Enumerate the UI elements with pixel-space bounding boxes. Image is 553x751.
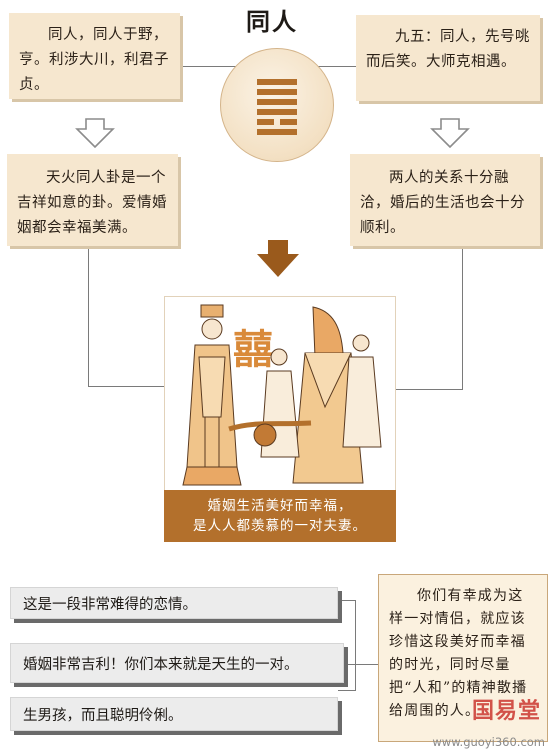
judgment-text: 同人，同人于野，亨。利涉大川，利君子贞。 [19,27,169,93]
figures-drawing [182,304,382,486]
wedding-illustration: 囍 [164,296,396,492]
relationship-text: 两人的关系十分融洽，婚后的生活也会十分顺利。 [360,170,525,236]
reading-child-text: 生男孩，而且聪明伶俐。 [23,707,183,724]
reading-card-marriage: 婚姻非常吉利！你们本来就是天生的一对。 [10,643,344,683]
caption-line-1: 婚姻生活美好而幸福， [207,498,353,514]
connector-right-vertical [462,246,463,389]
advice-text: 你们有幸成为这样一对情侣，就应该珍惜这段美好而幸福的时光，同时尽量把“人和”的精… [389,588,528,719]
connector-left-horizontal [88,386,164,387]
hexagram-symbol [257,79,297,135]
connector-left-vertical [88,246,89,386]
judgment-box: 同人，同人于野，亨。利涉大川，利君子贞。 [9,13,180,99]
connector-bottom-2 [344,664,378,665]
meaning-text: 天火同人卦是一个吉祥如意的卦。爱情婚姻都会幸福美满。 [17,170,167,236]
relationship-box: 两人的关系十分融洽，婚后的生活也会十分顺利。 [350,154,540,246]
line-text: 九五：同人，先号咷而后笑。大师克相遇。 [366,29,530,70]
down-arrow-filled [257,240,299,277]
reading-card-love: 这是一段非常难得的恋情。 [10,587,338,619]
line-text-box: 九五：同人，先号咷而后笑。大师克相遇。 [356,15,540,101]
connector-bottom-3 [338,690,356,691]
connector-right-horizontal [395,389,463,390]
watermark-logo: 国易堂 [471,699,541,724]
watermark-url: www.guoyi360.com [432,735,545,749]
reading-marriage-text: 婚姻非常吉利！你们本来就是天生的一对。 [23,656,299,673]
illustration-caption: 婚姻生活美好而幸福， 是人人都羡慕的一对夫妻。 [164,490,396,542]
down-arrow-outline-right [430,118,470,148]
connector-bottom-vertical [355,600,356,690]
down-arrow-outline-left [75,118,115,148]
caption-line-2: 是人人都羡慕的一对夫妻。 [193,518,367,534]
reading-card-child: 生男孩，而且聪明伶俐。 [10,697,338,731]
connector-bottom-1 [338,600,356,601]
advice-box: 你们有幸成为这样一对情侣，就应该珍惜这段美好而幸福的时光，同时尽量把“人和”的精… [378,574,548,742]
meaning-box: 天火同人卦是一个吉祥如意的卦。爱情婚姻都会幸福美满。 [7,154,178,246]
diagram-title: 同人 [246,8,298,36]
reading-love-text: 这是一段非常难得的恋情。 [23,596,197,613]
hexagram-circle [220,48,334,162]
double-happiness-glyph: 囍 [233,326,273,373]
